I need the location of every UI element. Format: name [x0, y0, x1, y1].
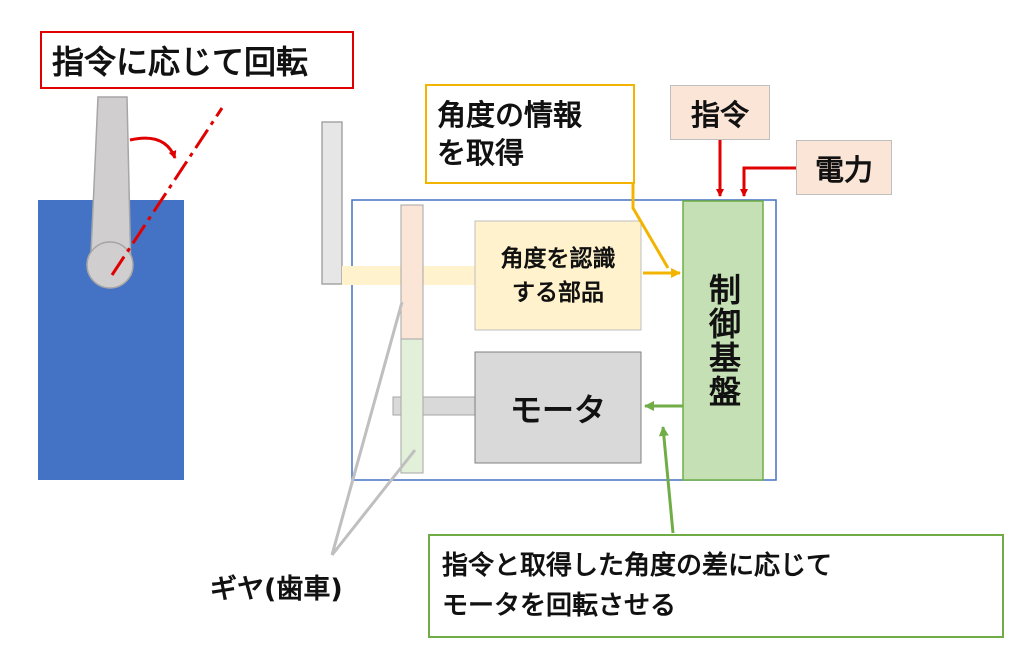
- output-arm: [321, 121, 343, 285]
- control-board-label: 制御基盤: [683, 201, 763, 480]
- title-text: 指令に応じて回転: [52, 43, 309, 81]
- gear-pointer-line: [330, 301, 404, 556]
- explanation-label: 指令と取得した角度の差に応じて モータを回転させる: [428, 534, 1004, 638]
- angle-sensor-box: [474, 220, 642, 331]
- command-text: 指令: [690, 97, 749, 132]
- rotation-arrow: [129, 136, 177, 159]
- gear-pointer-line: [330, 449, 417, 556]
- gear-text: ギヤ(歯車): [210, 573, 343, 605]
- explanation-line2: モータを回転させる: [442, 591, 677, 621]
- explanation-arrow: [658, 426, 675, 534]
- angle-sensor-label: 角度を認識 する部品: [475, 221, 641, 330]
- power-text: 電力: [814, 152, 873, 187]
- gear-label: ギヤ(歯車): [210, 564, 400, 608]
- power-label: 電力: [796, 140, 892, 195]
- angle-info-line2: を取得: [437, 136, 525, 170]
- motor-box: [474, 351, 642, 464]
- motor-label: モータ: [475, 352, 641, 463]
- title-label: 指令に応じて回転: [40, 31, 354, 89]
- control-board-text: 制御基盤: [704, 272, 742, 409]
- upper-gear: [400, 204, 424, 340]
- angle-sensor-line1: 角度を認識: [500, 245, 616, 272]
- angle-info-line1: 角度の情報: [437, 98, 583, 132]
- explanation-line1: 指令と取得した角度の差に応じて: [442, 551, 833, 581]
- motor-text: モータ: [509, 390, 606, 429]
- target-angle-line: [110, 107, 224, 276]
- angle-sensor-line2: する部品: [512, 279, 604, 306]
- angle-info-arrow: [631, 183, 670, 269]
- command-label: 指令: [670, 85, 770, 140]
- servo-axis: [86, 241, 134, 289]
- angle-info-label: 角度の情報 を取得: [425, 84, 635, 184]
- control-board-box: [682, 200, 764, 481]
- lower-gear: [400, 338, 424, 474]
- servo-case: [351, 199, 777, 481]
- power-arrow: [740, 166, 796, 197]
